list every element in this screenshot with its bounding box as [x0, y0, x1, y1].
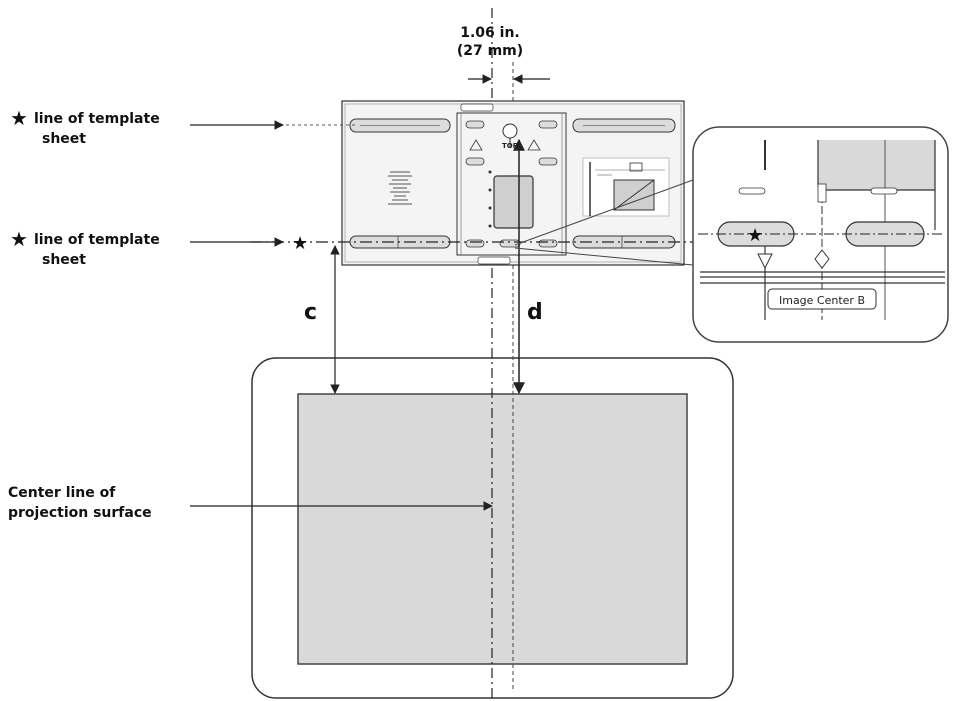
star-marker: ★	[292, 233, 308, 254]
star-line-bottom-text-2: sheet	[42, 252, 86, 268]
callout-connector	[514, 179, 694, 246]
callout-star-icon: ★	[747, 225, 763, 246]
star-line-top-text-1: line of template	[33, 111, 160, 127]
measurement-millimeters: (27 mm)	[456, 43, 524, 59]
template-top-marker: TOP	[502, 142, 518, 150]
center-line-text-1: Center line of	[8, 485, 116, 501]
zoom-callout: Image Center B ★	[692, 126, 949, 343]
template-instruction-text	[388, 171, 412, 205]
dimension-c-label: c	[304, 300, 318, 325]
star-line-top-text-2: sheet	[42, 131, 86, 147]
measurement-label: 1.06 in. (27 mm)	[440, 24, 540, 60]
measurement-inches: 1.06 in.	[460, 25, 520, 41]
star-icon: ★	[10, 227, 28, 251]
callout-image-center-label: Image Center B	[779, 294, 865, 307]
callout-connector	[514, 247, 694, 266]
center-line-label: Center line of projection surface	[8, 483, 152, 523]
dimension-d-label: d	[527, 300, 543, 325]
center-line-text-2: projection surface	[8, 505, 152, 521]
star-icon: ★	[10, 106, 28, 130]
star-line-bottom-text-1: line of template	[33, 232, 160, 248]
star-line-top-label: ★ line of template sheet	[10, 108, 160, 149]
template-mini-diagram	[582, 157, 670, 217]
star-line-bottom-label: ★ line of template sheet	[10, 229, 160, 270]
template-sheet: TOP	[341, 100, 685, 266]
